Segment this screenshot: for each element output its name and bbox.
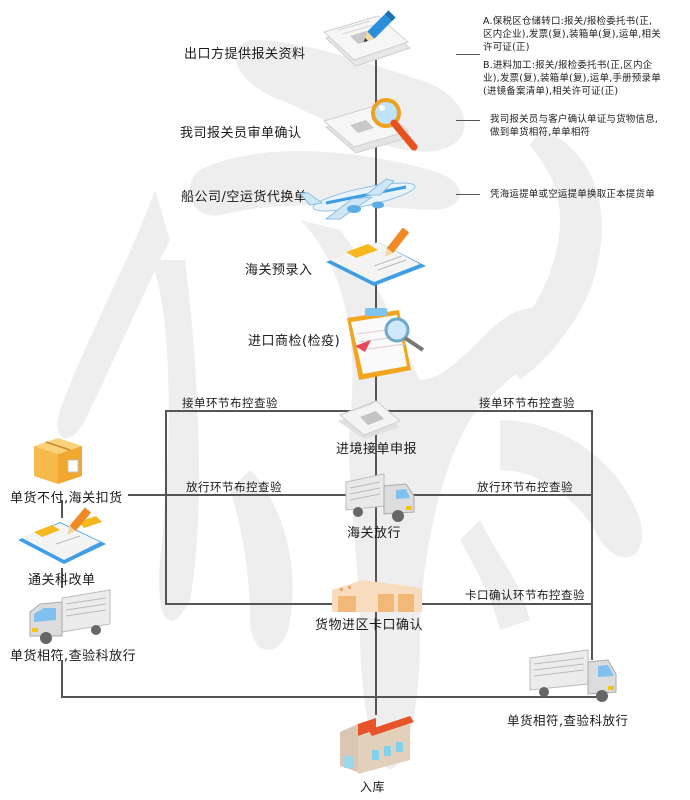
- step-customs-pre-entry: 海关预录入: [245, 263, 313, 278]
- note-exchange: 凭海运提单或空运提单换取正本提货单: [490, 189, 655, 200]
- note-a-line: 区内企业),发票(复),装箱单(复),运单,相关: [483, 29, 661, 40]
- clipboard-pencil-icon: [326, 227, 426, 286]
- note-review-line: 我司报关员与客户确认单证与货物信息,: [490, 114, 659, 125]
- truck-icon: [345, 473, 415, 522]
- step-gate-confirmation: 货物进区卡口确认: [315, 618, 424, 633]
- right-inspection-release: 单货相符,查验科放行: [507, 713, 629, 728]
- step-import-inspection: 进口商检(检疫): [248, 334, 341, 349]
- left-branch-vertical-3: [61, 660, 63, 696]
- note-b-line: (进镜备案清单),相关许可证(正): [483, 86, 619, 97]
- note-a-line: 许可证(正): [483, 42, 530, 53]
- note-review-line: 做到单货相符,单单相符: [490, 127, 591, 138]
- note-a: A.保税区仓储转口:报关/报检委托书(正, 区内企业),发票(复),装箱单(复)…: [483, 15, 688, 54]
- left-loop-vertical: [165, 410, 167, 604]
- documents-pencil-icon: [323, 10, 411, 67]
- clipboard-pencil-icon: [18, 507, 106, 564]
- note-a-line: A.保税区仓储转口:报关/报检委托书(正,: [483, 16, 653, 27]
- documents-magnifier-icon: [322, 98, 418, 154]
- documents-icon: [338, 400, 401, 439]
- warehouse-icon: [332, 580, 422, 612]
- checkpoint-release-left: 放行环节布控查验: [186, 480, 282, 494]
- package-box-icon: [34, 438, 82, 484]
- right-loop-vertical: [591, 410, 593, 660]
- left-branch-vertical-2: [61, 568, 63, 588]
- checkpoint-receive-left: 接单环节布控查验: [182, 396, 278, 410]
- step-entry-declaration: 进境接单申报: [336, 442, 418, 457]
- truck-icon: [529, 649, 617, 702]
- checkpoint-release-right: 放行环节布控查验: [477, 480, 573, 494]
- note-b: B.进料加工:报关/报检委托书(正,区内企 业),发票(复),装箱单(复),运单…: [483, 59, 688, 98]
- step-exchange-bill: 船公司/空运货代换单: [181, 190, 308, 205]
- step-provide-documents: 出口方提供报关资料: [184, 47, 306, 62]
- main-vertical-line: [375, 60, 377, 715]
- airplane-icon: [298, 178, 416, 220]
- step-warehousing: 入库: [360, 780, 386, 794]
- building-icon: [340, 716, 414, 774]
- checkpoint-receive-right: 接单环节布控查验: [479, 396, 575, 410]
- step-review-documents: 我司报关员审单确认: [180, 126, 302, 141]
- note-review-connector: [456, 120, 480, 121]
- note-a-connector: [456, 54, 480, 55]
- note-b-line: B.进料加工:报关/报检委托书(正,区内企: [483, 60, 653, 71]
- left-branch-vertical-1: [61, 500, 63, 518]
- step-customs-release: 海关放行: [347, 526, 402, 541]
- checkpoint-gate-right: 卡口确认环节布控查验: [465, 588, 585, 602]
- left-detained-goods: 单货不付,海关扣货: [10, 491, 123, 506]
- left-modify-declaration: 通关科改单: [28, 573, 96, 588]
- note-exchange-connector: [456, 194, 480, 195]
- bottom-return-line: [61, 696, 601, 698]
- clipboard-magnifier-icon: [347, 308, 425, 380]
- left-inspection-release: 单货相符,查验科放行: [10, 649, 137, 664]
- note-b-line: 业),发票(复),装箱单(复),运单,手册预录单: [483, 73, 661, 84]
- note-review: 我司报关员与客户确认单证与货物信息, 做到单货相符,单单相符: [490, 113, 690, 139]
- truck-icon: [29, 589, 111, 644]
